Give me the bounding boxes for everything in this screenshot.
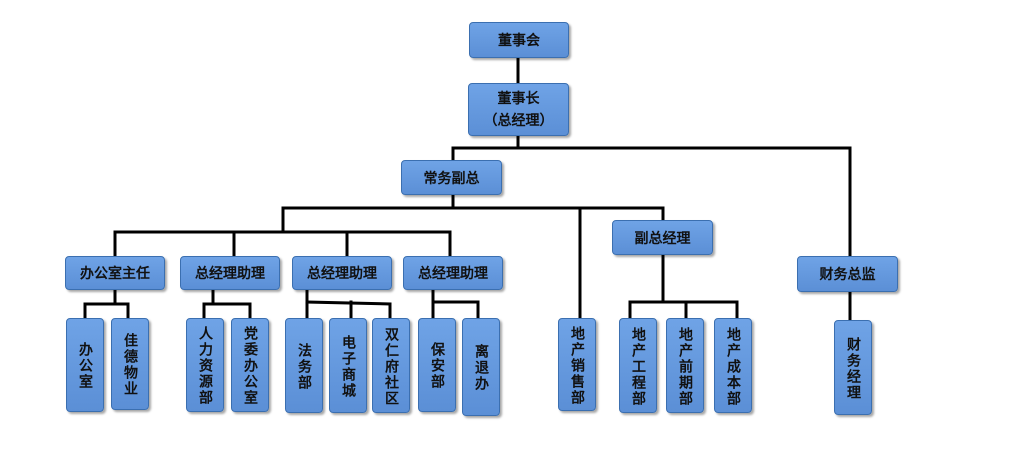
jiade-property-label: 佳德物业 <box>122 333 138 397</box>
hr-dept-label: 人力资源部 <box>197 326 213 406</box>
chairman-label: 董事长 <box>497 90 540 107</box>
gm-assistant-3-label: 总经理助理 <box>418 266 488 282</box>
finance-manager-label: 财务经理 <box>845 336 861 401</box>
re-engineering-dept-box: 地产工程部 <box>619 318 657 413</box>
re-preliminary-dept-label: 地产前期部 <box>677 326 693 407</box>
finance-director-box: 财务总监 <box>797 256 898 292</box>
re-sales-dept-label: 地产销售部 <box>569 325 585 406</box>
security-dept-box: 保安部 <box>418 318 456 412</box>
office-director-box: 办公室主任 <box>65 256 165 290</box>
retirement-office-label: 离退办 <box>473 344 489 392</box>
exec-vp-box: 常务副总 <box>401 160 502 195</box>
legal-dept-label: 法务部 <box>296 342 312 391</box>
re-preliminary-dept-box: 地产前期部 <box>666 318 704 413</box>
board-label: 董事会 <box>498 33 540 49</box>
retirement-office-box: 离退办 <box>462 318 500 416</box>
party-office-label: 党委办公室 <box>242 326 258 406</box>
gm-assistant-1-label: 总经理助理 <box>195 266 265 282</box>
ecommerce-city-box: 电子商城 <box>329 318 367 413</box>
hr-dept-box: 人力资源部 <box>186 318 224 412</box>
re-engineering-dept-label: 地产工程部 <box>630 326 646 407</box>
deputy-gm-label: 副总经理 <box>634 230 691 247</box>
gm-assistant-2-label: 总经理助理 <box>307 266 377 282</box>
security-dept-label: 保安部 <box>429 342 445 390</box>
exec-vp-label: 常务副总 <box>423 170 480 187</box>
shuangrenfu-community-box: 双仁府社区 <box>372 318 410 413</box>
re-sales-dept-box: 地产销售部 <box>558 318 596 411</box>
chairman-box: 董事长 （总经理） <box>468 83 569 136</box>
office-box: 办公室 <box>66 318 104 412</box>
board-box: 董事会 <box>469 22 569 58</box>
ecommerce-city-label: 电子商城 <box>340 334 356 399</box>
office-director-label: 办公室主任 <box>80 266 150 282</box>
legal-dept-box: 法务部 <box>285 318 323 413</box>
jiade-property-box: 佳德物业 <box>111 318 149 410</box>
re-cost-dept-box: 地产成本部 <box>714 318 752 413</box>
re-cost-dept-label: 地产成本部 <box>725 326 741 407</box>
gm-assistant-1-box: 总经理助理 <box>180 256 280 290</box>
party-office-box: 党委办公室 <box>231 318 269 412</box>
gm-assistant-2-box: 总经理助理 <box>292 256 392 290</box>
chairman-sub-label: （总经理） <box>483 112 554 129</box>
finance-director-label: 财务总监 <box>819 267 876 283</box>
gm-assistant-3-box: 总经理助理 <box>403 256 503 290</box>
shuangrenfu-community-label: 双仁府社区 <box>383 326 399 407</box>
office-label: 办公室 <box>77 342 93 390</box>
deputy-gm-box: 副总经理 <box>612 220 713 255</box>
finance-manager-box: 财务经理 <box>834 320 872 415</box>
